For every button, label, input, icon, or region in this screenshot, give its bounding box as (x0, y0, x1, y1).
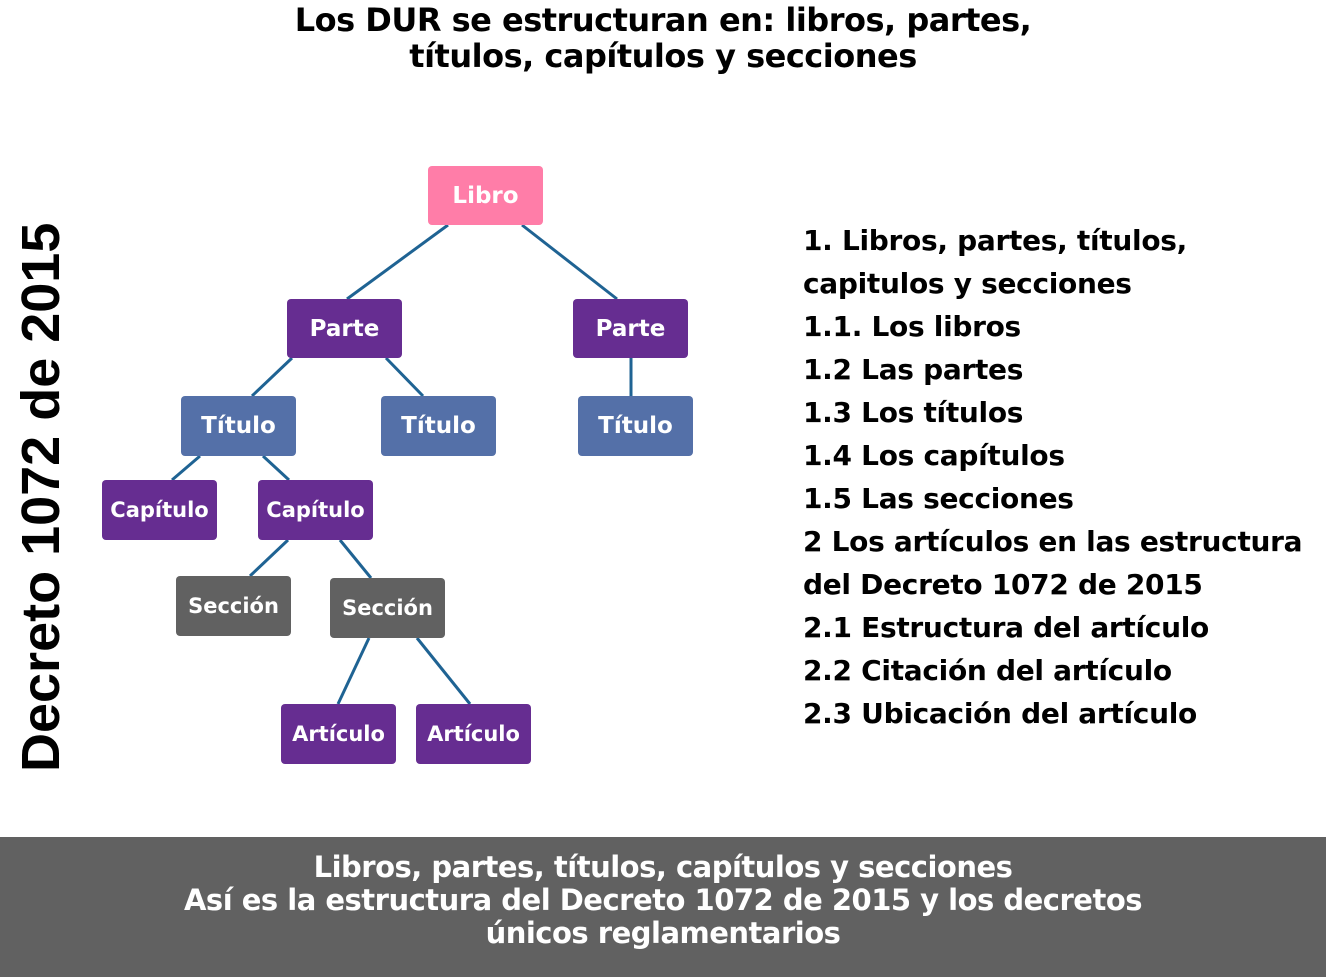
edge-titulo1-capitulo1 (171, 454, 201, 482)
table-of-contents: 1. Libros, partes, títulos, capitulos y … (803, 219, 1326, 735)
edge-capitulo2-seccion1 (248, 538, 290, 578)
edge-seccion2-articulo2 (415, 637, 472, 705)
edge-libro-parte2 (521, 223, 618, 301)
node-titulo-1: Título (181, 396, 296, 456)
node-articulo-2: Artículo (416, 704, 531, 764)
node-libro: Libro (428, 166, 543, 225)
node-titulo-2: Título (381, 396, 496, 456)
node-parte-2: Parte (573, 299, 688, 358)
title-line-1: Los DUR se estructuran en: libros, parte… (294, 1, 1032, 39)
node-parte-1: Parte (287, 299, 402, 358)
toc-item: 1. Libros, partes, títulos, (803, 224, 1187, 257)
edge-parte1-titulo1 (250, 356, 294, 398)
footer-line-2: Así es la estructura del Decreto 1072 de… (183, 883, 1143, 917)
edge-seccion2-articulo1 (336, 637, 371, 705)
edge-capitulo2-seccion2 (338, 539, 373, 579)
toc-item: 2 Los artículos en las estructura (803, 525, 1303, 558)
node-seccion-2: Sección (330, 578, 445, 638)
edge-titulo1-capitulo2 (261, 454, 291, 482)
toc-item: 1.5 Las secciones (803, 482, 1074, 515)
toc-item: 2.3 Ubicación del artículo (803, 697, 1197, 730)
node-capitulo-2: Capítulo (258, 480, 373, 540)
toc-item: 1.2 Las partes (803, 353, 1024, 386)
toc-item: 2.2 Citación del artículo (803, 654, 1172, 687)
page-title: Los DUR se estructuran en: libros, parte… (180, 2, 1146, 74)
footer-banner: Libros, partes, títulos, capítulos y sec… (0, 837, 1326, 977)
toc-item: 1.1. Los libros (803, 310, 1021, 343)
toc-item: del Decreto 1072 de 2015 (803, 568, 1203, 601)
node-seccion-1: Sección (176, 576, 291, 636)
toc-item: 1.3 Los títulos (803, 396, 1024, 429)
footer-line-3: únicos reglamentarios (485, 916, 841, 950)
node-capitulo-1: Capítulo (102, 480, 217, 540)
footer-line-1: Libros, partes, títulos, capítulos y sec… (313, 850, 1013, 884)
title-line-2: títulos, capítulos y secciones (409, 37, 917, 75)
edge-parte1-titulo2 (384, 356, 425, 398)
toc-item: capitulos y secciones (803, 267, 1132, 300)
toc-item: 1.4 Los capítulos (803, 439, 1065, 472)
edge-libro-parte1 (346, 223, 449, 301)
toc-item: 2.1 Estructura del artículo (803, 611, 1209, 644)
node-titulo-3: Título (578, 396, 693, 456)
node-articulo-1: Artículo (281, 704, 396, 764)
